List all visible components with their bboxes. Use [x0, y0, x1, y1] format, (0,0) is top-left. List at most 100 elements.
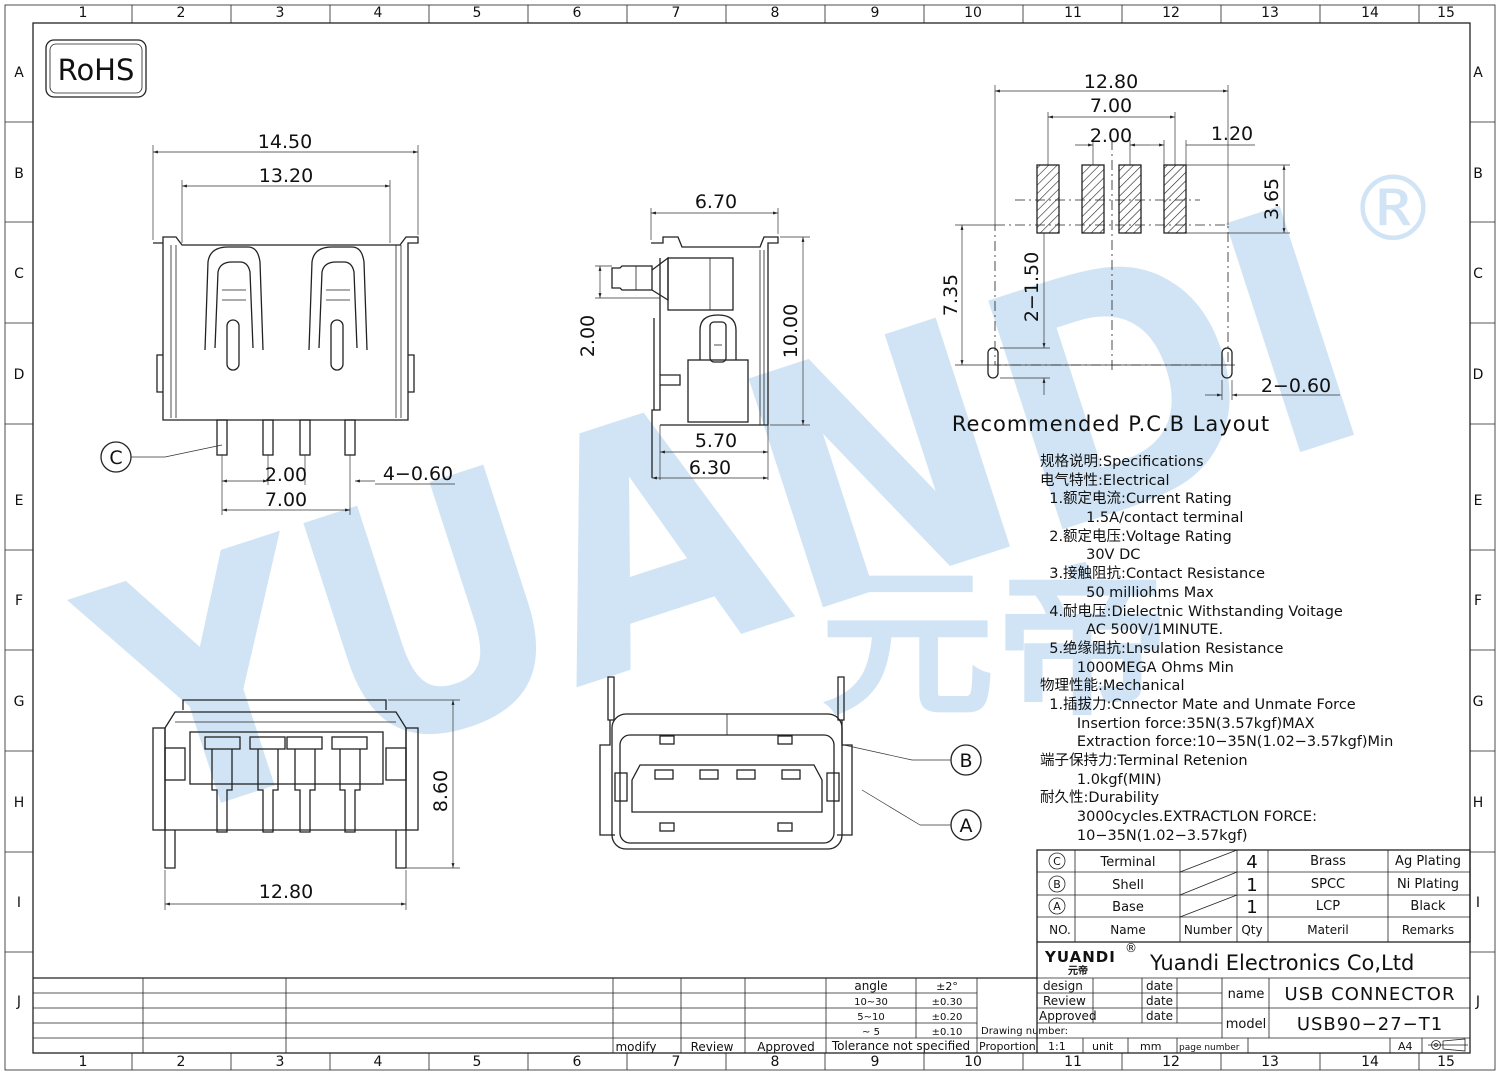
column-number: 13	[1261, 1054, 1279, 1070]
name-label: name	[1228, 987, 1265, 1002]
unit-label: unit	[1092, 1040, 1114, 1053]
bom-qty: 1	[1246, 897, 1257, 918]
approved-label: Approved	[1039, 1009, 1097, 1023]
bom-no-circle	[1048, 875, 1066, 893]
spec-line: 3.接触阻抗:Contact Resistance	[1040, 566, 1266, 583]
dim-13-20: 13.20	[259, 165, 313, 187]
row-letter: G	[1473, 694, 1484, 710]
rohs-badge: RoHS	[45, 39, 147, 98]
column-number: 2	[177, 1054, 186, 1070]
spec-line: 1000MEGA Ohms Min	[1040, 659, 1234, 676]
column-number: 4	[374, 1054, 383, 1070]
tol-angle-label: angle	[854, 979, 887, 993]
column-number: 9	[871, 1054, 880, 1070]
dim-8-60: 8.60	[430, 770, 452, 812]
drawing-border: 1122334455667788991010111112121313141415…	[4, 4, 1496, 1071]
column-number: 7	[672, 1054, 681, 1070]
column-number: 3	[276, 5, 285, 21]
tol-range-2: 5~10	[857, 1012, 884, 1023]
spec-line: 1.插拔力:Cnnector Mate and Unmate Force	[1040, 696, 1356, 713]
pcb-dim-3-65: 3.65	[1261, 178, 1283, 220]
tol-value-2: ±0.20	[932, 1012, 963, 1023]
callout-a: A	[960, 815, 973, 837]
dim-5-70: 5.70	[695, 430, 737, 452]
spec-line: 10−35N(1.02−3.57kgf)	[1040, 827, 1248, 844]
callout-b: B	[959, 750, 972, 772]
dim-14-50: 14.50	[258, 131, 312, 153]
date-label-1: date	[1146, 979, 1173, 993]
column-number: 8	[771, 5, 780, 21]
row-letter: J	[1475, 994, 1480, 1010]
spec-line: 物理性能:Mechanical	[1040, 678, 1185, 695]
row-letter: C	[14, 266, 24, 282]
column-number: 15	[1437, 1054, 1455, 1070]
spec-line: 2.额定电压:Voltage Rating	[1040, 528, 1232, 545]
watermark-chinese: 元帝	[820, 551, 1170, 738]
column-number: 1	[79, 1054, 88, 1070]
column-number: 8	[771, 1054, 780, 1070]
pcb-dim-1-20: 1.20	[1211, 123, 1253, 145]
bom-remarks: Black	[1410, 899, 1446, 914]
row-letter: F	[15, 593, 23, 609]
spec-line: Extraction force:10−35N(1.02−3.57kgf)Min	[1040, 734, 1394, 751]
model-label: model	[1226, 1017, 1266, 1032]
column-ticks	[131, 5, 1420, 1070]
spec-line: 1.5A/contact terminal	[1040, 510, 1244, 527]
pcb-layout: 12.80 7.00 2.00 1.20 3.65 7.35 2−1.50 2−…	[940, 71, 1340, 436]
row-letter: B	[14, 166, 24, 182]
logo-latin: YUANDI	[1044, 948, 1116, 966]
bottom-view: 8.60 12.80	[152, 699, 460, 910]
design-label: design	[1043, 979, 1083, 993]
column-numbers: 1122334455667788991010111112121313141415…	[79, 5, 1455, 1070]
date-label-3: date	[1146, 1009, 1173, 1023]
unit-value: mm	[1140, 1040, 1161, 1053]
dim-6-70: 6.70	[695, 191, 737, 213]
pcb-dim-2-060: 2−0.60	[1261, 375, 1331, 397]
paper-size: A4	[1398, 1040, 1413, 1053]
face-view: B A	[599, 676, 982, 850]
dim-12-80-bottom: 12.80	[259, 881, 313, 903]
name-value: USB CONNECTOR	[1285, 984, 1456, 1005]
logo-chinese: 元帝	[1068, 964, 1088, 977]
bom-header-qty: Qty	[1241, 923, 1262, 937]
scale-value: 1:1	[1048, 1040, 1066, 1053]
row-letter: G	[14, 694, 25, 710]
bom-name: Base	[1112, 900, 1144, 915]
bom-material: LCP	[1316, 899, 1340, 914]
tol-range-3: ~ 5	[862, 1027, 880, 1038]
tolerance-block: angle ±2° 10~30 ±0.30 5~10 ±0.20 ~ 5 ±0.…	[33, 977, 1037, 1054]
column-number: 3	[276, 1054, 285, 1070]
spec-line: 4.耐电压:Dielectnic Withstanding Voitage	[1040, 603, 1343, 620]
pcb-dim-2-00: 2.00	[1090, 125, 1132, 147]
dim-4-060: 4−0.60	[383, 463, 453, 485]
column-number: 10	[964, 5, 982, 21]
column-number: 6	[573, 1054, 582, 1070]
dim-2-00-side: 2.00	[577, 315, 599, 357]
page-number-label: page number	[1179, 1043, 1240, 1053]
company-name: Yuandi Electronics Co,Ltd	[1149, 951, 1414, 975]
bom-no-circle	[1048, 852, 1066, 870]
callout-c: C	[109, 447, 122, 469]
bom-no: B	[1053, 878, 1061, 891]
bom-remarks: Ag Plating	[1395, 854, 1461, 869]
front-view: 14.50 13.20 2.00 7.00 4−0.60 C	[100, 131, 455, 515]
proportion-label: Proportion	[979, 1040, 1036, 1053]
drawing-number-label: Drawing number:	[981, 1026, 1068, 1037]
bom-no: C	[1053, 855, 1061, 868]
model-value: USB90−27−T1	[1297, 1014, 1443, 1035]
spec-line: 电气特性:Electrical	[1040, 472, 1170, 489]
bom-name: Terminal	[1100, 855, 1156, 870]
bom-qty: 1	[1246, 875, 1257, 896]
column-number: 9	[871, 5, 880, 21]
side-view: 6.70 10.00 2.00 5.70 6.30	[577, 191, 810, 480]
row-letter: F	[1474, 593, 1482, 609]
spec-line: Insertion force:35N(3.57kgf)MAX	[1040, 715, 1315, 732]
bom-material: Brass	[1310, 854, 1346, 869]
column-number: 5	[473, 5, 482, 21]
bom-header-remarks: Remarks	[1402, 923, 1454, 937]
column-number: 13	[1261, 5, 1279, 21]
